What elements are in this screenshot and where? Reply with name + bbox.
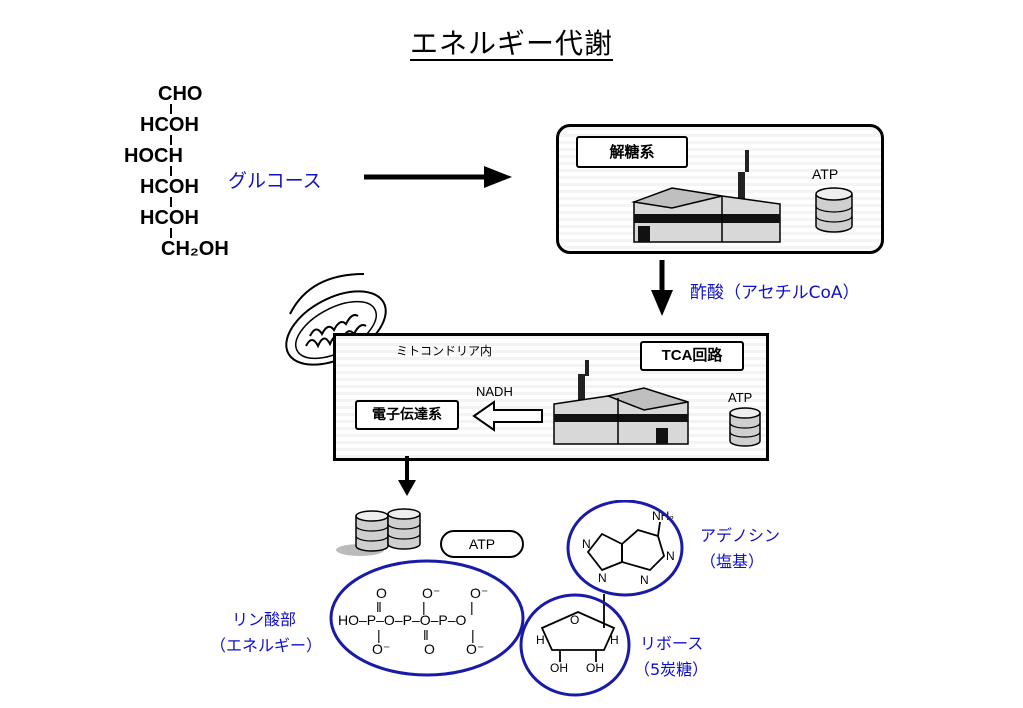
svg-text:O⁻: O⁻ (470, 585, 488, 601)
svg-text:OH: OH (550, 661, 568, 675)
highlight-rings (329, 500, 684, 697)
svg-text:N: N (640, 573, 649, 587)
phosphate-label: リン酸部 (232, 610, 297, 629)
svg-text:|: | (377, 627, 381, 643)
tca-atp-label: ATP (728, 390, 753, 405)
svg-text:O⁻: O⁻ (422, 585, 440, 601)
glycolysis-atp-label: ATP (812, 166, 839, 182)
atp-cylinder-icon (815, 187, 853, 233)
page-title: エネルギー代謝 (409, 27, 613, 60)
arrow-right (364, 166, 512, 188)
tca-cycle-box: TCA回路 (640, 341, 744, 371)
glucose-bond (170, 166, 172, 176)
glucose-bond (170, 228, 172, 238)
phosphate-sublabel: （エネルギー） (210, 636, 323, 655)
atp-product-badge: ATP (440, 530, 524, 558)
glucose-label: グルコース (228, 170, 322, 192)
mitochondria-inner-label: ミトコンドリア内 (396, 344, 493, 358)
acetyl-coa-label: 酢酸（アセチルCoA） (690, 283, 860, 303)
svg-text:O⁻: O⁻ (466, 641, 484, 657)
glucose-bond (170, 104, 172, 114)
phosphate-ring (329, 559, 525, 677)
svg-text:OH: OH (586, 661, 604, 675)
svg-text:H: H (536, 633, 545, 647)
electron-transport-box: 電子伝達系 (355, 400, 459, 430)
svg-text:|: | (470, 599, 474, 615)
svg-text:N: N (666, 549, 675, 563)
glucose-line-1: CHO (158, 83, 203, 105)
glucose-bond (170, 135, 172, 145)
svg-text:O: O (424, 641, 435, 657)
svg-text:‖: ‖ (376, 599, 382, 615)
arrow-down (398, 456, 416, 496)
ribose-label: リボース (640, 634, 704, 653)
atp-molecule-structure: HO–P–O–P–O–P–O O‖ O⁻| O⁻| |O⁻ ‖O |O⁻ O H… (338, 509, 675, 675)
glucose-line-3: HOCH (124, 145, 183, 167)
svg-text:|: | (422, 599, 426, 615)
svg-text:N: N (598, 571, 607, 585)
glucose-line-6: CH₂OH (161, 238, 229, 260)
glucose-line-5: HCOH (140, 207, 199, 229)
svg-text:O: O (570, 613, 579, 627)
glucose-bond (170, 197, 172, 207)
arrow-down (651, 260, 673, 316)
atp-cylinder-icon (729, 407, 761, 447)
factory-icon (553, 360, 689, 445)
glucose-line-4: HCOH (140, 176, 199, 198)
svg-text:‖: ‖ (423, 627, 429, 643)
svg-text:O⁻: O⁻ (372, 641, 390, 657)
svg-text:H: H (610, 633, 619, 647)
adenosine-sublabel: （塩基） (700, 552, 765, 571)
nadh-label: NADH (476, 384, 513, 399)
svg-text:O: O (376, 585, 387, 601)
adenosine-label: アデノシン (700, 526, 781, 545)
svg-text:N: N (582, 537, 591, 551)
factory-icon (631, 150, 781, 243)
svg-text:|: | (471, 627, 475, 643)
glucose-line-2: HCOH (140, 114, 199, 136)
adenosine-ring (566, 500, 684, 597)
atp-stack-icon (336, 508, 421, 556)
svg-text:HO–P–O–P–O–P–O: HO–P–O–P–O–P–O (338, 612, 467, 628)
ribose-sublabel: （5炭糖） (634, 660, 709, 679)
glycolysis-box: 解糖系 (576, 136, 688, 168)
hollow-arrow-left (472, 400, 543, 432)
ribose-ring (519, 593, 631, 697)
